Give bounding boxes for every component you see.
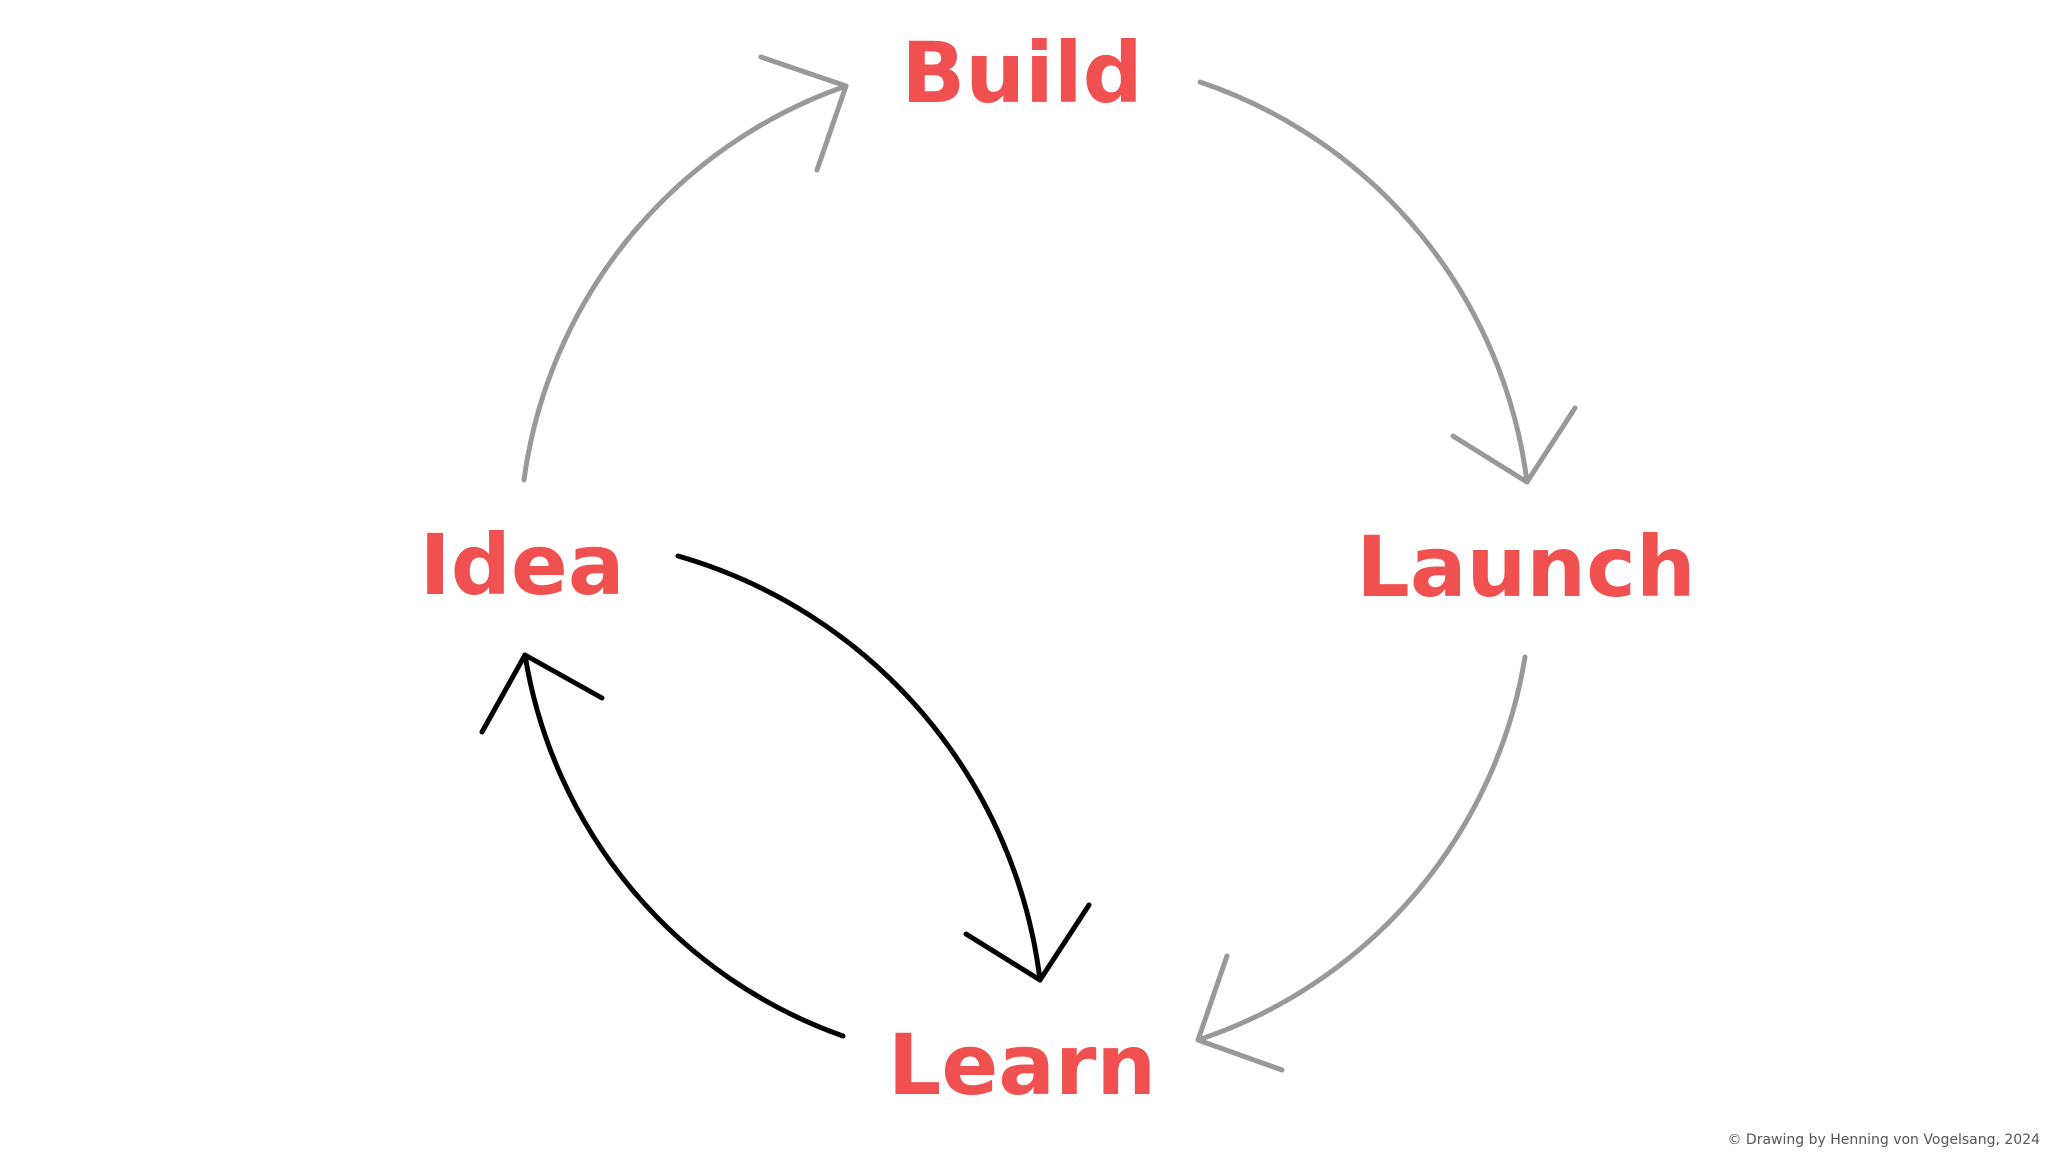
arrow-idea-to-build (521, 83, 849, 483)
arrowhead-learn-to-idea (479, 652, 605, 735)
node-build: Build (901, 24, 1143, 122)
node-learn: Learn (888, 1016, 1156, 1114)
inner-learn-loop (479, 553, 1092, 1039)
arrow-build-to-launch (1197, 79, 1530, 485)
drawing-credit: © Drawing by Henning von Vogelsang, 2024 (1727, 1132, 2040, 1148)
outer-cycle (521, 54, 1578, 1073)
arrowhead-launch-to-learn (1195, 953, 1285, 1073)
arrow-learn-to-idea (522, 652, 846, 1039)
arrowhead-idea-to-build (758, 54, 849, 173)
node-launch: Launch (1356, 518, 1695, 616)
node-idea: Idea (419, 516, 624, 614)
arrowhead-idea-to-learn (963, 902, 1092, 983)
arrow-idea-to-learn (675, 553, 1043, 983)
arrow-launch-to-learn (1195, 654, 1528, 1043)
arrowhead-build-to-launch (1450, 405, 1578, 485)
